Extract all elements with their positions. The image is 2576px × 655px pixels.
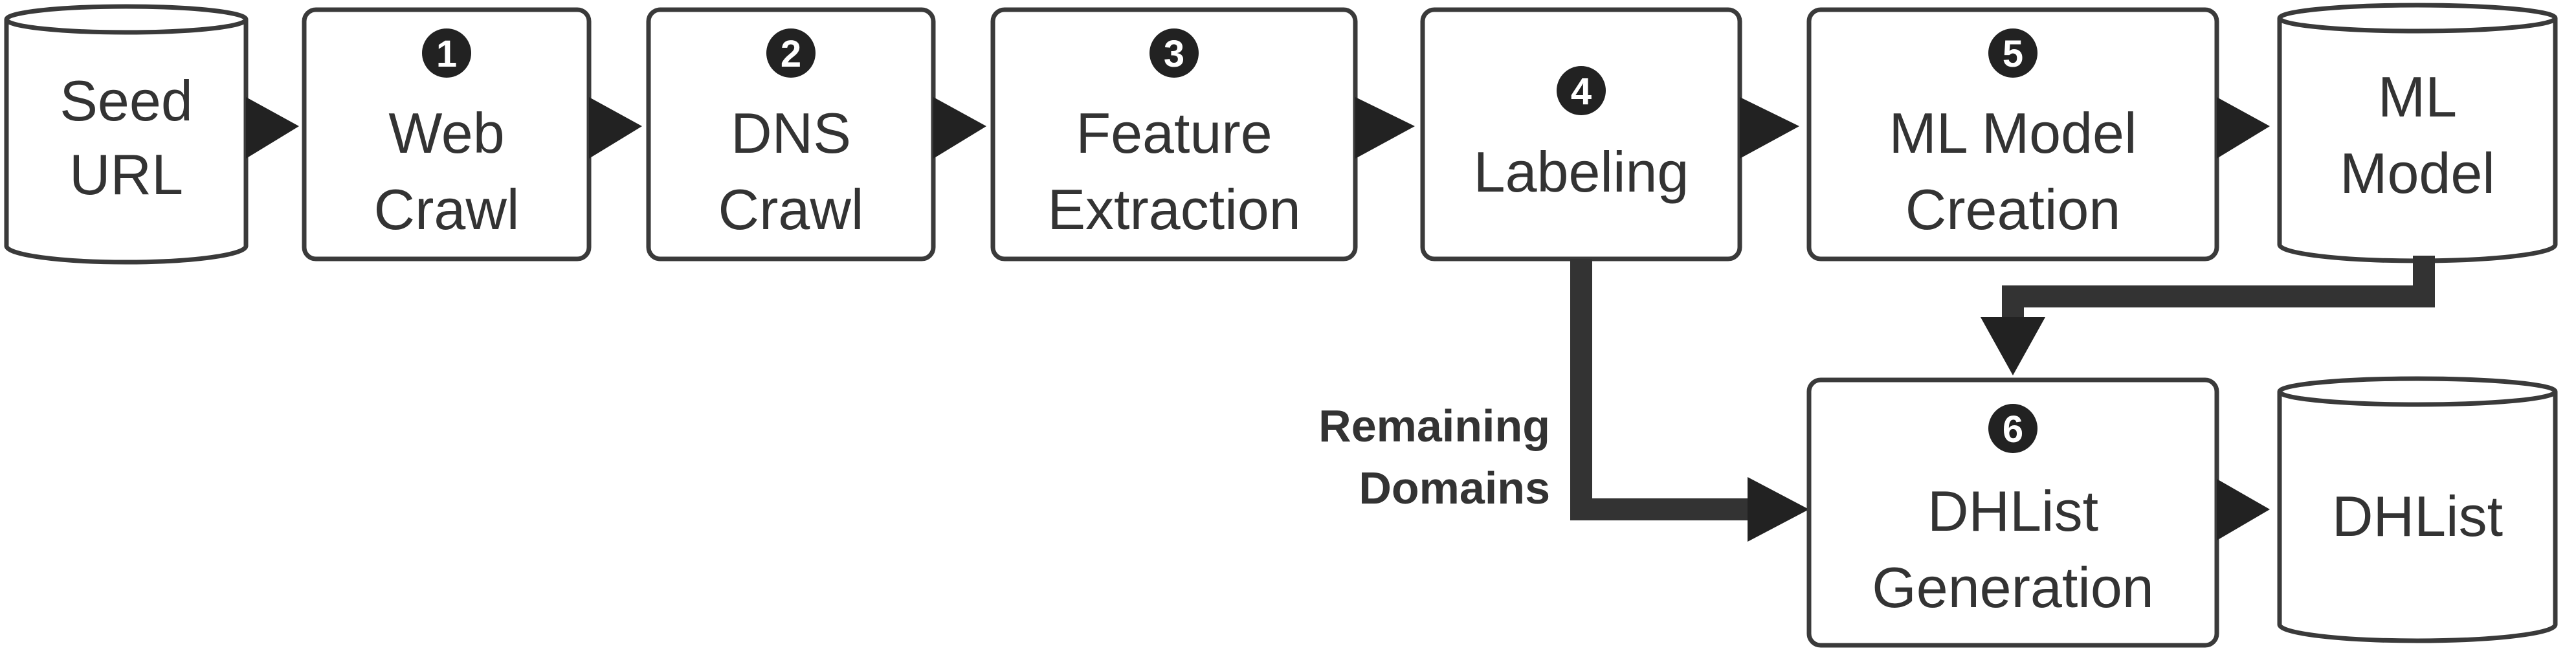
seed-url-label-line-2: URL xyxy=(69,142,183,206)
dhlist-label: DHList xyxy=(2332,484,2503,548)
feature-extraction-label-line-2: Extraction xyxy=(1047,177,1300,241)
dhlist-generation-box: 6 DHList Generation xyxy=(1806,377,2219,648)
ml-model-creation-label-line-2: Creation xyxy=(1905,177,2121,241)
step-badge-5 xyxy=(1988,28,2037,78)
seed-url-cylinder: Seed URL xyxy=(4,4,249,265)
step-badge-3 xyxy=(1149,28,1199,78)
feature-extraction-box: 3 Feature Extraction xyxy=(990,7,1358,261)
connector-mlmodel-to-dhlistgen xyxy=(2002,256,2435,320)
step-badge-2-number: 2 xyxy=(781,33,801,75)
step-badge-6-number: 6 xyxy=(2003,408,2023,450)
feature-extraction-label-line-1: Feature xyxy=(1076,101,1272,165)
step-badge-1 xyxy=(422,28,471,78)
step-badge-4-number: 4 xyxy=(1571,71,1592,113)
remaining-domains-label-line-2: Domains xyxy=(1359,463,1550,513)
step-badge-2 xyxy=(766,28,816,78)
arrow-seed-to-webcrawl xyxy=(246,97,299,159)
step-badge-3-number: 3 xyxy=(1164,33,1184,75)
step-badge-1-number: 1 xyxy=(436,33,457,75)
dhlist-generation-label-line-1: DHList xyxy=(1927,479,2098,543)
arrow-dnscrawl-to-feature xyxy=(933,97,986,159)
dns-crawl-label-line-1: DNS xyxy=(731,101,851,165)
ml-model-label-line-2: Model xyxy=(2340,141,2495,205)
web-crawl-box: 1 Web Crawl xyxy=(302,7,592,261)
arrow-dhlistgen-to-dhlist xyxy=(2217,479,2270,540)
arrow-webcrawl-to-dnscrawl xyxy=(589,97,642,159)
arrow-labeling-to-mlcreation xyxy=(1740,97,1799,159)
labeling-box: 4 Labeling xyxy=(1420,7,1742,261)
ml-model-creation-label-line-1: ML Model xyxy=(1889,101,2137,165)
labeling-label: Labeling xyxy=(1474,140,1689,204)
arrow-labeling-to-dhlistgen xyxy=(1748,477,1809,542)
web-crawl-label-line-2: Crawl xyxy=(374,177,520,241)
seed-url-label-line-1: Seed xyxy=(60,69,193,133)
ml-model-cylinder: ML Model xyxy=(2277,3,2558,263)
arrow-feature-to-labeling xyxy=(1355,97,1415,159)
arrow-mlmodel-to-dhlistgen xyxy=(1981,317,2045,375)
dhlist-cylinder: DHList xyxy=(2277,376,2558,643)
dns-crawl-box: 2 DNS Crawl xyxy=(646,7,936,261)
dhlist-generation-label-line-2: Generation xyxy=(1872,555,2153,619)
ml-model-creation-box: 5 ML Model Creation xyxy=(1806,7,2219,261)
arrow-mlcreation-to-mlmodel xyxy=(2217,97,2270,159)
step-badge-4 xyxy=(1557,66,1606,115)
step-badge-6 xyxy=(1988,404,2037,453)
ml-model-label-line-1: ML xyxy=(2378,65,2457,129)
remaining-domains-label-line-1: Remaining xyxy=(1318,401,1550,451)
web-crawl-label-line-1: Web xyxy=(388,101,504,165)
connector-labeling-to-dhlistgen xyxy=(1570,259,1751,520)
step-badge-5-number: 5 xyxy=(2003,33,2023,75)
dns-crawl-label-line-2: Crawl xyxy=(718,177,864,241)
